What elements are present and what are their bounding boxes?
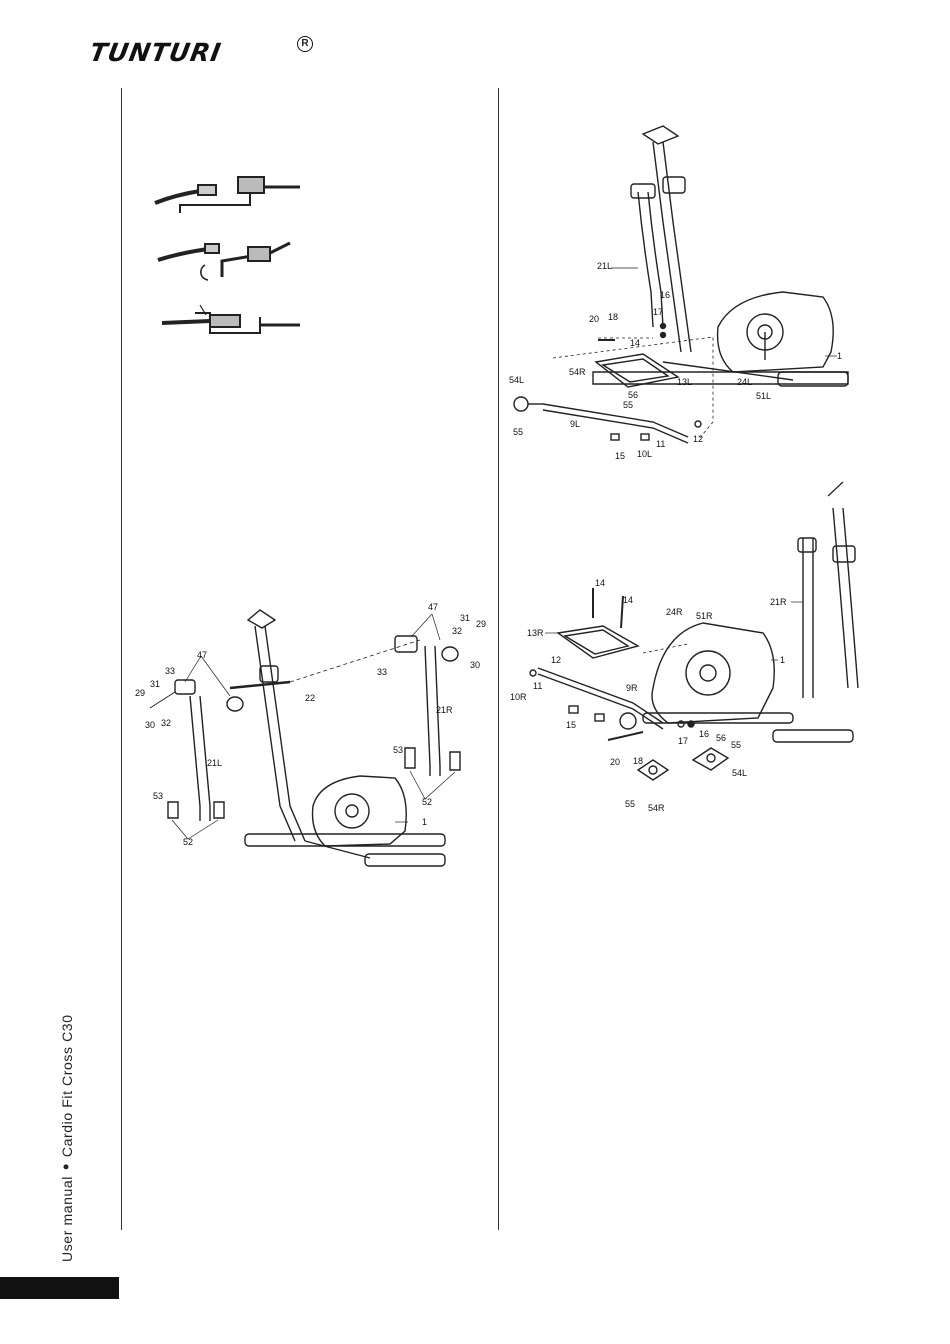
callout-21r: 21R bbox=[436, 705, 453, 715]
callout-21r: 21R bbox=[770, 597, 787, 607]
callout-31: 31 bbox=[150, 679, 160, 689]
callout-10l: 10L bbox=[637, 449, 652, 459]
callout-14: 14 bbox=[595, 578, 605, 588]
diagram-handlebar-assembly: 47 33 31 29 30 32 22 21L 53 52 47 31 29 … bbox=[130, 596, 490, 876]
diagram-pedal-right-assembly: 14 14 24R 51R 13R 12 11 10R 9R 15 1 21R … bbox=[503, 478, 873, 818]
callout-16: 16 bbox=[699, 729, 709, 739]
cable-step-3-icon bbox=[162, 305, 300, 333]
cable-step-1-icon bbox=[155, 177, 300, 213]
callout-13r: 13R bbox=[527, 628, 544, 638]
diagram-pedal-left-assembly: 21L 16 17 20 18 14 54R 54L 56 55 13L 24L… bbox=[503, 122, 863, 467]
callout-53-b: 53 bbox=[393, 745, 403, 755]
callout-22: 22 bbox=[305, 693, 315, 703]
callout-11: 11 bbox=[533, 681, 542, 691]
callout-18: 18 bbox=[608, 312, 618, 322]
registered-mark: R bbox=[297, 36, 313, 52]
callout-1: 1 bbox=[837, 351, 842, 361]
callout-53: 53 bbox=[153, 791, 163, 801]
doc-type-label: User manual bbox=[59, 1176, 75, 1262]
callout-20: 20 bbox=[589, 314, 599, 324]
callout-55-b: 55 bbox=[625, 799, 635, 809]
callout-32: 32 bbox=[161, 718, 171, 728]
separator-dot: • bbox=[56, 1163, 76, 1170]
callout-18: 18 bbox=[633, 756, 643, 766]
callout-54l: 54L bbox=[732, 768, 747, 778]
cable-connection-steps bbox=[150, 165, 310, 350]
callout-14-b: 14 bbox=[623, 595, 633, 605]
callout-24l: 24L bbox=[737, 377, 752, 387]
callout-56: 56 bbox=[716, 733, 726, 743]
callout-20: 20 bbox=[610, 757, 620, 767]
callout-17: 17 bbox=[653, 307, 663, 317]
callout-16: 16 bbox=[660, 290, 670, 300]
callout-55-b: 55 bbox=[513, 427, 523, 437]
callout-54r: 54R bbox=[569, 367, 586, 377]
product-name: Cardio Fit Cross C30 bbox=[59, 1014, 75, 1157]
callout-21l: 21L bbox=[597, 261, 612, 271]
callout-33-b: 33 bbox=[377, 667, 387, 677]
callout-47-b: 47 bbox=[428, 602, 438, 612]
callout-54l: 54L bbox=[509, 375, 524, 385]
callout-12: 12 bbox=[551, 655, 561, 665]
callout-17: 17 bbox=[678, 736, 688, 746]
callout-13l: 13L bbox=[677, 377, 692, 387]
callout-54r: 54R bbox=[648, 803, 665, 813]
callout-51r: 51R bbox=[696, 611, 713, 621]
callout-1: 1 bbox=[780, 655, 785, 665]
callout-55: 55 bbox=[623, 400, 633, 410]
callout-12: 12 bbox=[693, 434, 703, 444]
callout-56: 56 bbox=[628, 390, 638, 400]
callout-32-b: 32 bbox=[452, 626, 462, 636]
page-tab bbox=[0, 1277, 119, 1299]
callout-30: 30 bbox=[145, 720, 155, 730]
callout-24r: 24R bbox=[666, 607, 683, 617]
callout-15: 15 bbox=[615, 451, 625, 461]
callout-1: 1 bbox=[422, 817, 427, 827]
callout-30-b: 30 bbox=[470, 660, 480, 670]
callout-11: 11 bbox=[656, 439, 665, 449]
callout-14: 14 bbox=[630, 338, 640, 348]
callout-51l: 51L bbox=[756, 391, 771, 401]
left-margin-rule bbox=[121, 88, 122, 1230]
callout-52: 52 bbox=[183, 837, 193, 847]
callout-9l: 9L bbox=[570, 419, 580, 429]
callout-9r: 9R bbox=[626, 683, 638, 693]
sidebar-title: User manual • Cardio Fit Cross C30 bbox=[56, 1014, 77, 1262]
callout-47: 47 bbox=[197, 650, 207, 660]
callout-31-b: 31 bbox=[460, 613, 470, 623]
callout-15: 15 bbox=[566, 720, 576, 730]
callout-55: 55 bbox=[731, 740, 741, 750]
callout-21l: 21L bbox=[207, 758, 222, 768]
callout-33: 33 bbox=[165, 666, 175, 676]
cable-step-2-icon bbox=[158, 243, 290, 280]
column-divider-rule bbox=[498, 88, 499, 1230]
callout-29: 29 bbox=[135, 688, 145, 698]
callout-29-b: 29 bbox=[476, 619, 486, 629]
brand-logo: TUNTURI bbox=[87, 38, 223, 67]
callout-10r: 10R bbox=[510, 692, 527, 702]
callout-52-b: 52 bbox=[422, 797, 432, 807]
